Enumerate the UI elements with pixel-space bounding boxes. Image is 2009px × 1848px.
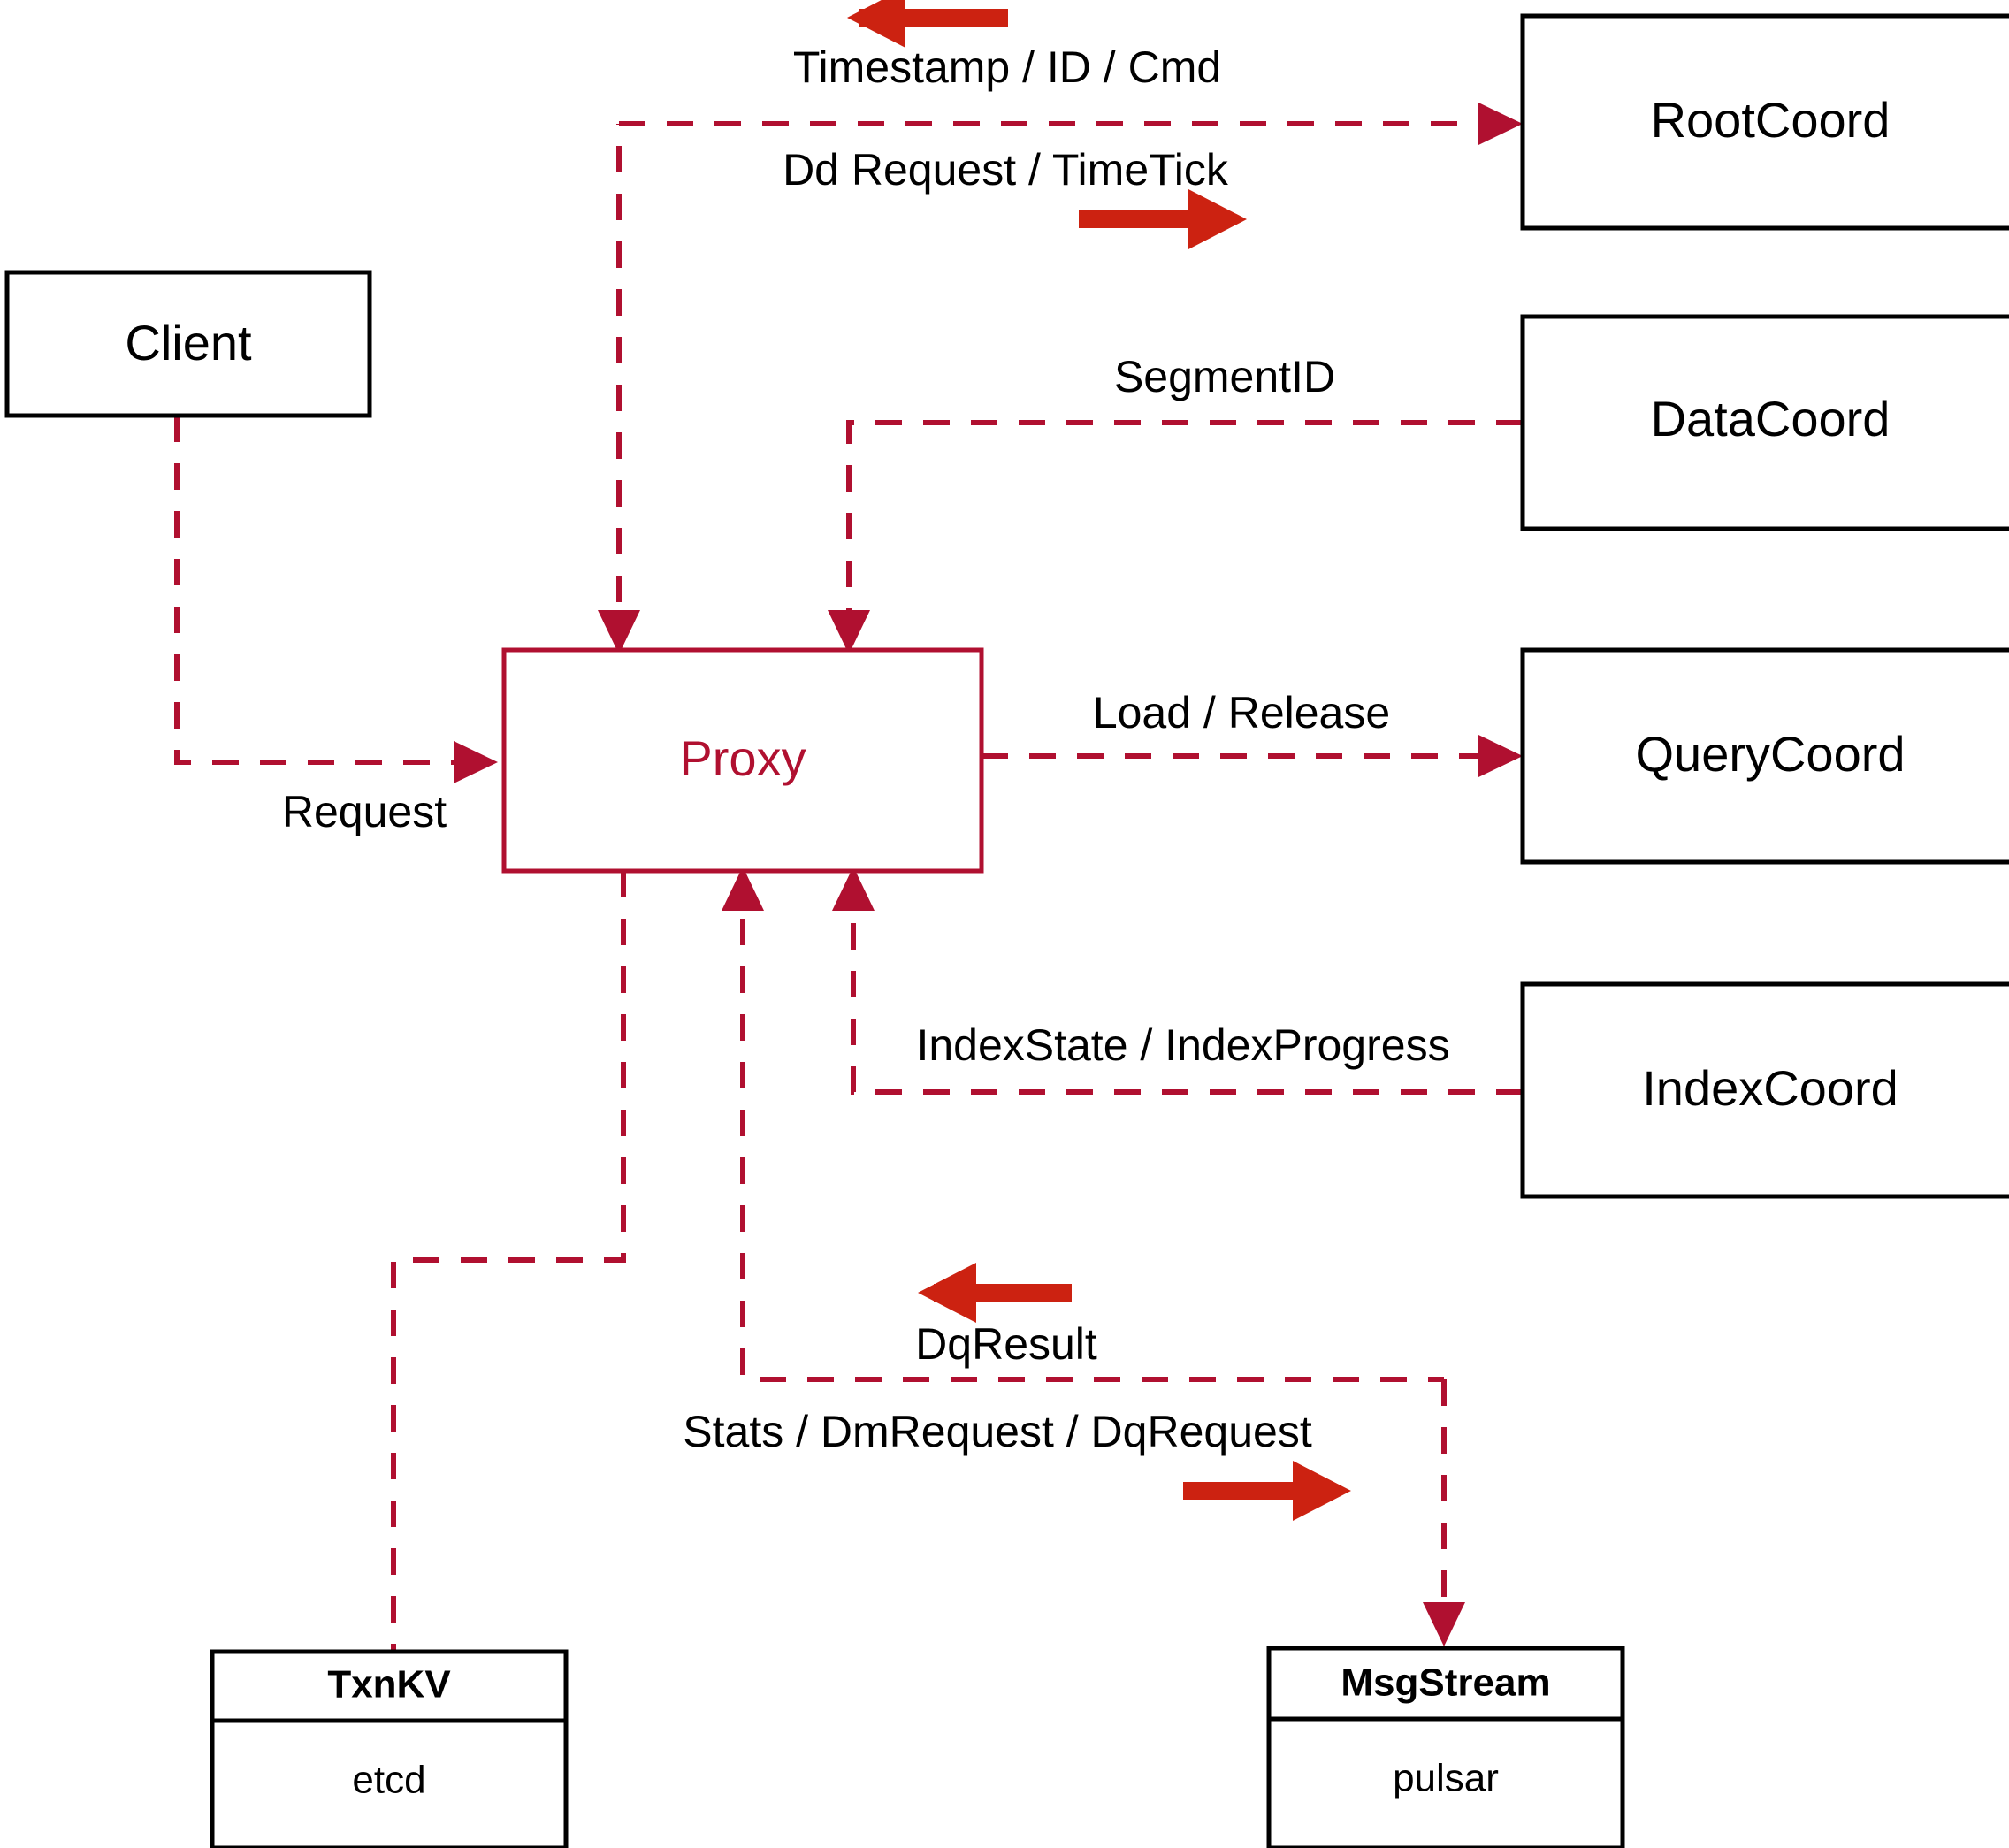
edge-datacoord-proxy — [828, 420, 1523, 654]
edge-label-load-release: Load / Release — [1093, 688, 1390, 737]
edge-indexcoord-proxy — [832, 867, 1523, 1095]
edge-client-proxy-path — [174, 416, 491, 765]
edge-indexcoord-proxy-path — [851, 871, 1523, 1095]
node-rootcoord-box[interactable] — [1520, 13, 2009, 231]
edge-indexcoord-proxy-arrowhead — [832, 867, 875, 911]
edge-proxy-msgstream-arrowhead — [1423, 1602, 1465, 1646]
node-indexcoord-box[interactable] — [1520, 981, 2009, 1199]
node-indexcoord[interactable]: IndexCoord — [1520, 981, 2009, 1199]
edge-msgstream-proxy — [722, 867, 1444, 1382]
edge-proxy-rootcoord — [619, 103, 1523, 145]
edge-client-proxy-arrowhead — [454, 741, 498, 783]
edge-datacoord-proxy-path — [846, 420, 1523, 650]
edge-proxy-rootcoord-arrowhead — [1478, 103, 1523, 145]
edge-rootcoord-proxy-arrowhead — [598, 610, 640, 654]
node-querycoord-box[interactable] — [1520, 647, 2009, 865]
direction-arrow-left-dqresult — [918, 1263, 1072, 1323]
node-proxy[interactable]: Proxy — [501, 647, 984, 874]
edge-label-dd-request-timetick: Dd Request / TimeTick — [783, 145, 1229, 195]
node-proxy-label: Proxy — [679, 730, 806, 786]
node-txnkv-sublabel: etcd — [352, 1759, 425, 1802]
edge-datacoord-proxy-arrowhead — [828, 610, 870, 654]
edge-proxy-querycoord-arrowhead — [1478, 735, 1523, 777]
edge-proxy-txnkv — [391, 871, 626, 1653]
node-msgstream-box[interactable] — [1266, 1646, 1625, 1848]
node-rootcoord[interactable]: RootCoord — [1520, 13, 2009, 231]
edge-rootcoord-proxy — [598, 124, 640, 654]
edge-label-segmentid: SegmentID — [1114, 352, 1335, 401]
node-client-box[interactable] — [4, 270, 372, 418]
edge-label-request: Request — [282, 787, 447, 836]
node-querycoord[interactable]: QueryCoord — [1520, 647, 2009, 865]
node-txnkv-title: TxnKV — [327, 1663, 451, 1707]
node-proxy-box[interactable] — [501, 647, 984, 874]
node-txnkv[interactable]: TxnKV etcd — [210, 1649, 569, 1848]
edge-label-dqresult: DqResult — [915, 1319, 1097, 1369]
direction-arrow-left-timestamp — [847, 0, 1008, 48]
direction-arrow-right-dmrequest — [1183, 1461, 1351, 1521]
node-msgstream-title: MsgStream — [1341, 1661, 1550, 1705]
edge-proxy-msgstream — [1423, 1379, 1465, 1646]
edge-label-timestamp-id-cmd: Timestamp / ID / Cmd — [793, 42, 1221, 92]
node-querycoord-label: QueryCoord — [1635, 726, 1905, 782]
edge-label-indexstate-indexprogress: IndexState / IndexProgress — [916, 1020, 1449, 1070]
node-datacoord-box[interactable] — [1520, 314, 2009, 531]
node-client[interactable]: Client — [4, 270, 372, 418]
direction-arrow-right-ddrequest — [1079, 189, 1247, 249]
edge-label-stats-dmrequest-dqrequest: Stats / DmRequest / DqRequest — [683, 1407, 1312, 1456]
edge-proxy-txnkv-path — [391, 871, 626, 1653]
node-txnkv-box[interactable] — [210, 1649, 569, 1848]
node-msgstream-sublabel: pulsar — [1393, 1757, 1499, 1800]
node-client-label: Client — [125, 315, 252, 370]
edge-msgstream-proxy-path — [740, 871, 1444, 1382]
node-indexcoord-label: IndexCoord — [1642, 1060, 1898, 1116]
edge-client-proxy — [174, 416, 498, 783]
edge-proxy-querycoord — [982, 735, 1523, 777]
edge-msgstream-proxy-arrowhead — [722, 867, 764, 911]
node-msgstream[interactable]: MsgStream pulsar — [1266, 1646, 1625, 1848]
node-rootcoord-label: RootCoord — [1651, 92, 1891, 148]
node-datacoord[interactable]: DataCoord — [1520, 314, 2009, 531]
node-datacoord-label: DataCoord — [1651, 391, 1891, 447]
